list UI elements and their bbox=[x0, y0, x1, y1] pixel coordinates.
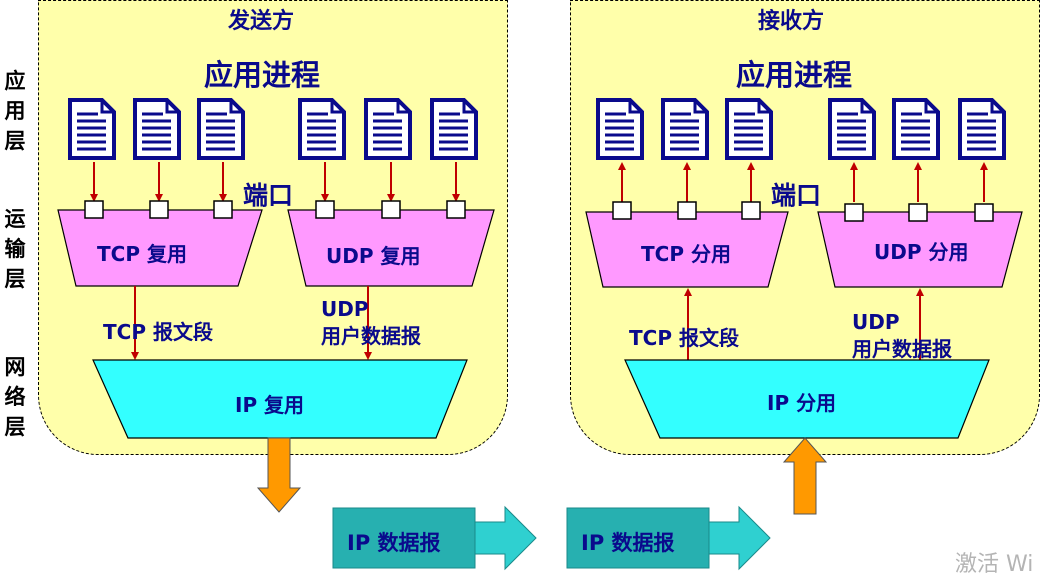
sender-udp-label: UDP 复用 bbox=[326, 244, 421, 268]
port-box bbox=[84, 200, 104, 219]
document-icon bbox=[596, 98, 644, 160]
port-box bbox=[844, 203, 864, 222]
datagram-2 bbox=[566, 505, 771, 571]
sender-ports bbox=[84, 200, 466, 219]
sender-udp-mux bbox=[287, 209, 495, 287]
port-box bbox=[213, 200, 233, 219]
document-icon bbox=[430, 98, 478, 160]
layer-char: 网 bbox=[4, 355, 26, 379]
sender-udp-datagram-label-1: UDP bbox=[321, 297, 369, 321]
document-icon bbox=[725, 98, 773, 160]
receiver-documents bbox=[596, 98, 1006, 160]
receiver-port-arrows bbox=[618, 162, 988, 202]
port-box bbox=[974, 203, 994, 222]
receiver-up-arrow bbox=[782, 437, 828, 515]
layer-char: 运 bbox=[4, 207, 26, 231]
port-box bbox=[149, 200, 169, 219]
port-box bbox=[908, 203, 928, 222]
layer-char: 用 bbox=[4, 99, 26, 123]
port-box bbox=[446, 200, 466, 219]
layer-char: 输 bbox=[4, 237, 26, 261]
receiver-tcp-segment-label: TCP 报文段 bbox=[629, 326, 739, 350]
datagram-1 bbox=[332, 505, 537, 571]
sender-ip-mux bbox=[92, 359, 468, 439]
sender-documents bbox=[68, 98, 478, 160]
document-icon bbox=[661, 98, 709, 160]
layer-char: 层 bbox=[4, 129, 26, 153]
sender-port-label: 端口 bbox=[243, 181, 294, 210]
receiver-udp-label: UDP 分用 bbox=[874, 240, 969, 264]
receiver-title: 接收方 bbox=[758, 9, 825, 34]
document-icon bbox=[68, 98, 116, 160]
receiver-tcp-demux bbox=[585, 211, 789, 288]
datagram-label-2: IP 数据报 bbox=[581, 531, 675, 555]
document-icon bbox=[364, 98, 412, 160]
receiver-tcp-label: TCP 分用 bbox=[641, 242, 731, 266]
receiver-ip-demux bbox=[624, 359, 990, 439]
document-icon bbox=[828, 98, 876, 160]
port-box bbox=[677, 201, 697, 220]
receiver-udp-demux bbox=[817, 211, 1023, 288]
sender-port-arrows bbox=[90, 162, 460, 202]
sender-title: 发送方 bbox=[228, 9, 295, 34]
layer-label-application: 应 用 层 bbox=[2, 66, 28, 156]
layer-char: 层 bbox=[4, 415, 26, 439]
layer-label-transport: 运 输 层 bbox=[2, 204, 28, 294]
document-icon bbox=[298, 98, 346, 160]
sender-udp-datagram-label-2: 用户数据报 bbox=[321, 324, 421, 348]
layer-char: 络 bbox=[4, 385, 26, 409]
document-icon bbox=[197, 98, 245, 160]
document-icon bbox=[958, 98, 1006, 160]
sender-tcp-label: TCP 复用 bbox=[97, 242, 187, 266]
receiver-port-label: 端口 bbox=[771, 181, 822, 210]
document-icon bbox=[892, 98, 940, 160]
receiver-ip-label: IP 分用 bbox=[767, 391, 837, 415]
receiver-udp-datagram-label-2: 用户数据报 bbox=[852, 337, 952, 361]
receiver-ports bbox=[612, 201, 994, 222]
layer-label-network: 网 络 层 bbox=[2, 352, 28, 442]
sender-tcp-segment-label: TCP 报文段 bbox=[103, 320, 213, 344]
activation-watermark: 激活 Wi bbox=[955, 552, 1034, 577]
receiver-process-label: 应用进程 bbox=[736, 58, 853, 92]
receiver-udp-datagram-label-1: UDP bbox=[852, 310, 900, 334]
port-box bbox=[741, 201, 761, 220]
port-box bbox=[315, 200, 335, 219]
sender-ip-arrows bbox=[131, 286, 372, 360]
port-box bbox=[381, 200, 401, 219]
receiver-ip-arrows bbox=[684, 288, 924, 362]
sender-down-arrow bbox=[256, 437, 302, 513]
layer-char: 层 bbox=[4, 267, 26, 291]
sender-process-label: 应用进程 bbox=[204, 58, 321, 92]
datagram-label-1: IP 数据报 bbox=[347, 531, 441, 555]
sender-ip-label: IP 复用 bbox=[235, 393, 305, 417]
port-box bbox=[612, 201, 632, 220]
sender-tcp-mux bbox=[57, 209, 263, 287]
document-icon bbox=[133, 98, 181, 160]
layer-char: 应 bbox=[4, 69, 26, 93]
